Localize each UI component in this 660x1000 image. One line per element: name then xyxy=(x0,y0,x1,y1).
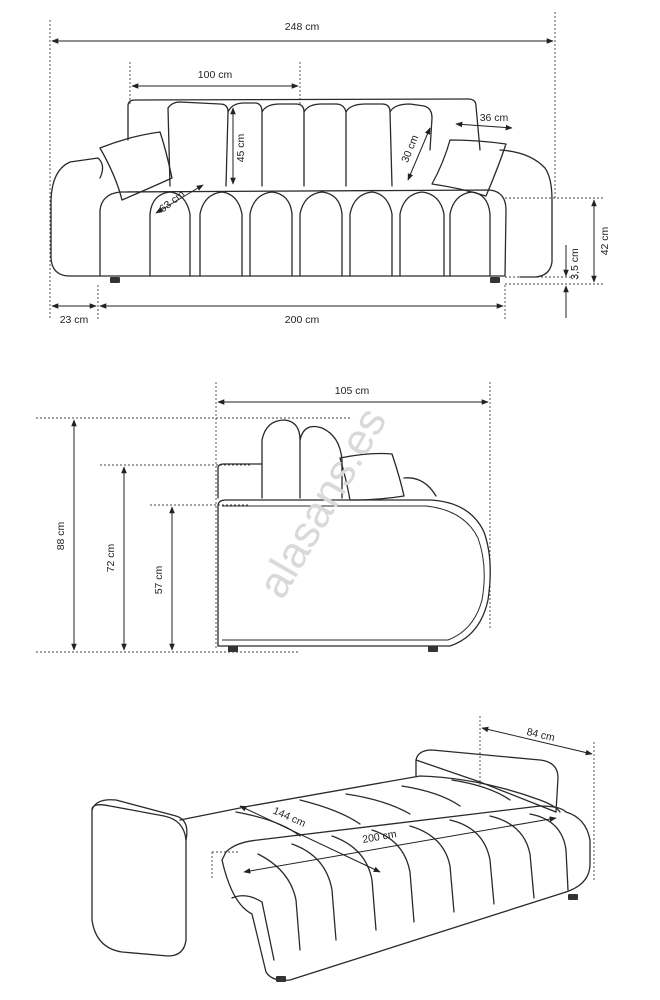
right-armrest xyxy=(499,149,553,278)
front-view: 248 cm 100 cm 45 cm 63 cm 30 cm 36 cm 23… xyxy=(49,12,611,326)
sofa-back-frame xyxy=(127,98,481,151)
side-view: 105 cm 88 cm 72 cm 57 cm alasans.es xyxy=(36,382,491,653)
seat-cushion-ribs xyxy=(149,191,491,277)
dim-leg-height: 3,5 cm xyxy=(569,248,581,280)
dim-seat-height-side: 57 cm xyxy=(153,565,165,594)
left-armrest xyxy=(50,157,104,277)
dim-total-width: 248 cm xyxy=(285,21,320,33)
bed-view: 84 cm 144 cm 200 cm xyxy=(91,716,595,982)
dim-seat-back-width: 100 cm xyxy=(198,69,233,81)
side-pillow xyxy=(339,452,405,501)
left-throw-pillow xyxy=(99,131,173,201)
dim-sleeping-width: 144 cm xyxy=(271,805,308,830)
front-foot-left xyxy=(110,277,120,283)
dim-seat-height: 42 cm xyxy=(599,226,611,255)
side-foot-left xyxy=(228,646,238,652)
bed-foot-right xyxy=(568,894,578,900)
sofa-seat xyxy=(99,189,507,277)
dim-arm-height: 72 cm xyxy=(105,543,117,572)
side-arm-top xyxy=(217,463,263,499)
side-arm-curve xyxy=(403,477,437,497)
right-throw-pillow xyxy=(431,139,507,197)
bed-left-armrest xyxy=(91,804,187,957)
dim-back-height: 45 cm xyxy=(235,133,247,162)
dim-cushion-depth: 36 cm xyxy=(480,112,509,124)
side-foot-right xyxy=(428,646,438,652)
front-foot-right xyxy=(490,277,500,283)
bed-right-armrest xyxy=(415,749,559,813)
dim-depth: 105 cm xyxy=(335,385,370,397)
side-back-panel xyxy=(261,419,301,499)
watermark: alasans.es xyxy=(249,399,397,606)
bed-foot-left xyxy=(276,976,286,982)
side-body xyxy=(217,499,491,647)
bed-main-body xyxy=(221,805,591,981)
dim-total-height: 88 cm xyxy=(55,521,67,550)
dim-arm-width: 23 cm xyxy=(60,314,89,326)
dim-sleeping-length: 200 cm xyxy=(361,828,397,846)
back-cushions xyxy=(167,101,433,187)
dim-cushion-size: 30 cm xyxy=(399,133,421,164)
side-back-cushion xyxy=(299,425,343,499)
dim-seat-width: 200 cm xyxy=(285,314,320,326)
